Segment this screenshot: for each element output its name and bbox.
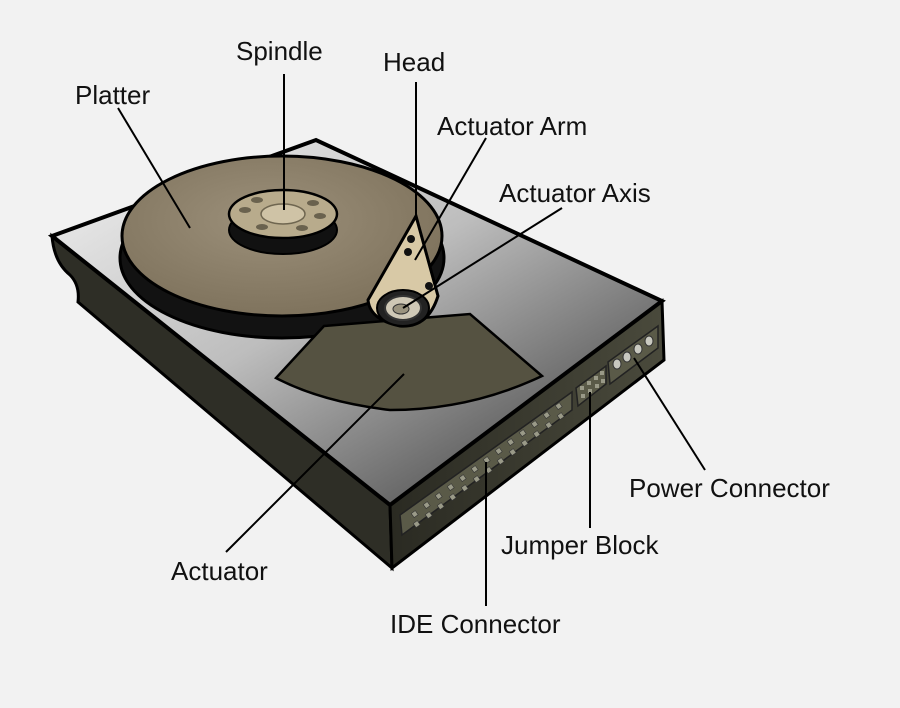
callout-actuator-axis <box>402 207 563 309</box>
callout-actuator-arm <box>414 137 487 261</box>
power-connector <box>607 324 659 386</box>
label-actuator: Actuator <box>171 556 268 586</box>
label-head: Head <box>383 47 446 77</box>
label-jumper-block: Jumper Block <box>501 530 659 560</box>
case-left-side <box>50 232 394 572</box>
callout-lines <box>117 74 706 606</box>
jumper-block <box>575 364 607 408</box>
actuator <box>273 312 545 412</box>
label-platter: Platter <box>75 80 151 110</box>
label-ide-connector: IDE Connector <box>390 609 561 639</box>
callout-platter <box>117 107 191 229</box>
callout-actuator <box>225 373 405 553</box>
label-actuator-arm: Actuator Arm <box>437 111 588 141</box>
label-actuator-axis: Actuator Axis <box>499 178 651 208</box>
label-power-connector: Power Connector <box>629 473 830 503</box>
label-spindle: Spindle <box>236 36 323 66</box>
callout-power-connector <box>633 357 706 471</box>
